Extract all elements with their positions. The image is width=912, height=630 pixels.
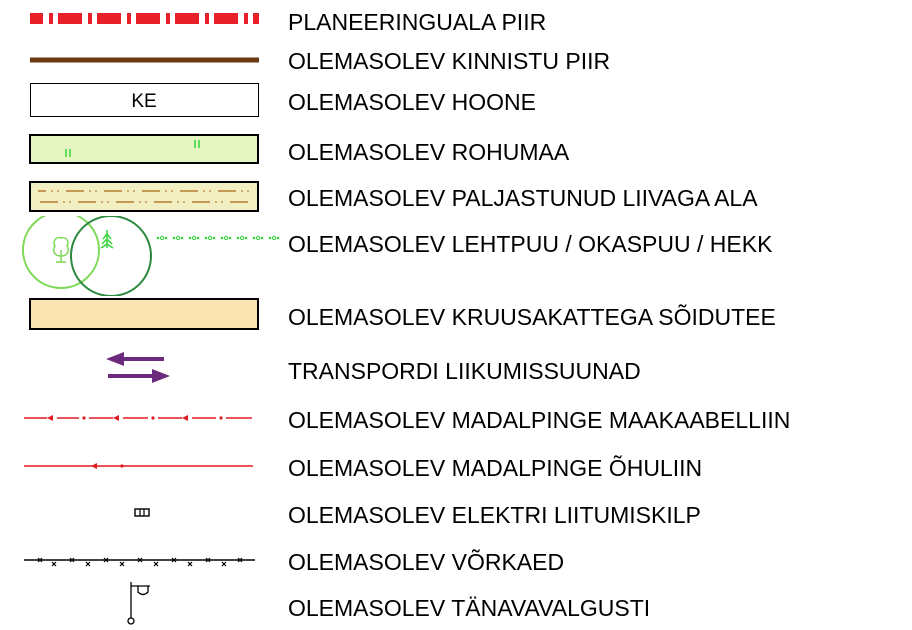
legend-row-street-light: OLEMASOLEV TÄNAVAVALGUSTI <box>0 582 912 630</box>
legend-label: OLEMASOLEV KINNISTU PIIR <box>288 48 611 74</box>
legend-label: OLEMASOLEV HOONE <box>288 89 536 115</box>
legend-label: OLEMASOLEV MADALPINGE MAAKAABELLIIN <box>288 407 791 433</box>
legend-row-property-boundary: OLEMASOLEV KINNISTU PIIR <box>0 39 912 83</box>
underground-cable-line-icon <box>0 398 280 442</box>
brown-line-icon <box>0 39 280 83</box>
gravel-road-fill-icon <box>0 295 280 339</box>
legend-row-mesh-fence: OLEMASOLEV VÕRKAED <box>0 540 912 584</box>
mesh-fence-icon <box>0 540 280 584</box>
dashed-red-boundary-icon <box>0 0 280 44</box>
legend-label: OLEMASOLEV LEHTPUU / OKASPUU / HEKK <box>288 231 773 257</box>
legend-label: OLEMASOLEV VÕRKAED <box>288 549 565 575</box>
legend-row-connection-cabinet: OLEMASOLEV ELEKTRI LIITUMISKILP <box>0 493 912 537</box>
street-light-icon <box>0 576 280 630</box>
overhead-line-icon <box>0 446 280 490</box>
legend-row-sand-area: OLEMASOLEV PALJASTUNUD LIIVAGA ALA <box>0 176 912 220</box>
legend-label: PLANEERINGUALA PIIR <box>288 9 547 35</box>
legend-label: TRANSPORDI LIIKUMISSUUNAD <box>288 358 641 384</box>
legend-row-gravel-road: OLEMASOLEV KRUUSAKATTEGA SÕIDUTEE <box>0 295 912 339</box>
legend-row-plan-boundary: PLANEERINGUALA PIIR <box>0 0 912 44</box>
legend-row-trees: OLEMASOLEV LEHTPUU / OKASPUU / HEKK <box>0 216 912 296</box>
legend-label: OLEMASOLEV MADALPINGE ÕHULIIN <box>288 455 703 481</box>
tree-hedge-icon <box>0 216 280 296</box>
legend-label: OLEMASOLEV PALJASTUNUD LIIVAGA ALA <box>288 185 758 211</box>
building-code-text: KE <box>131 91 156 112</box>
legend-label: OLEMASOLEV TÄNAVAVALGUSTI <box>288 595 651 621</box>
legend-label: OLEMASOLEV KRUUSAKATTEGA SÕIDUTEE <box>288 304 776 330</box>
legend-row-building: KE OLEMASOLEV HOONE <box>0 80 912 124</box>
traffic-direction-arrows-icon <box>0 349 280 393</box>
legend-row-overhead-line: OLEMASOLEV MADALPINGE ÕHULIIN <box>0 446 912 490</box>
sand-area-fill-icon <box>0 176 280 220</box>
grassland-fill-icon <box>0 130 280 174</box>
building-outline-icon: KE <box>0 80 280 124</box>
legend-row-underground-cable: OLEMASOLEV MADALPINGE MAAKAABELLIIN <box>0 398 912 442</box>
legend-label: OLEMASOLEV ROHUMAA <box>288 139 570 165</box>
legend-row-grassland: OLEMASOLEV ROHUMAA <box>0 130 912 174</box>
legend-row-traffic-direction: TRANSPORDI LIIKUMISSUUNAD <box>0 349 912 393</box>
legend-label: OLEMASOLEV ELEKTRI LIITUMISKILP <box>288 502 701 528</box>
connection-cabinet-icon <box>0 493 280 537</box>
